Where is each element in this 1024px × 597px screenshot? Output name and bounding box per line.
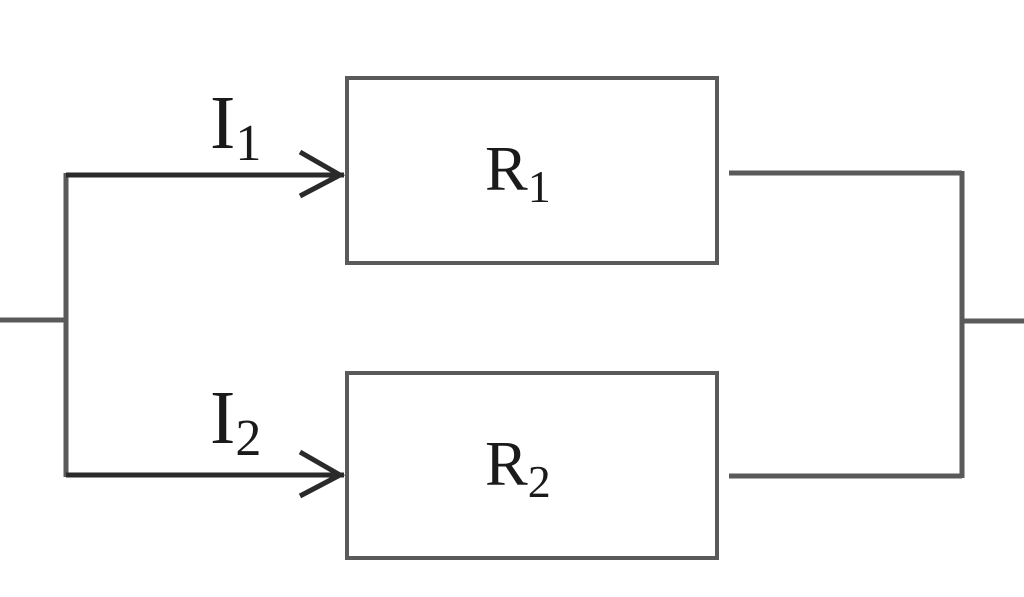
resistor-label-r2: R2 [485, 428, 551, 507]
resistor-r1 [345, 76, 719, 265]
arrow-right-icon [298, 449, 346, 499]
resistor-r2 [345, 371, 719, 560]
arrow-right-icon [298, 149, 346, 199]
resistor-label-r1: R1 [485, 133, 551, 212]
current-label-i2: I2 [210, 376, 261, 467]
current-label-i1: I1 [210, 81, 261, 172]
